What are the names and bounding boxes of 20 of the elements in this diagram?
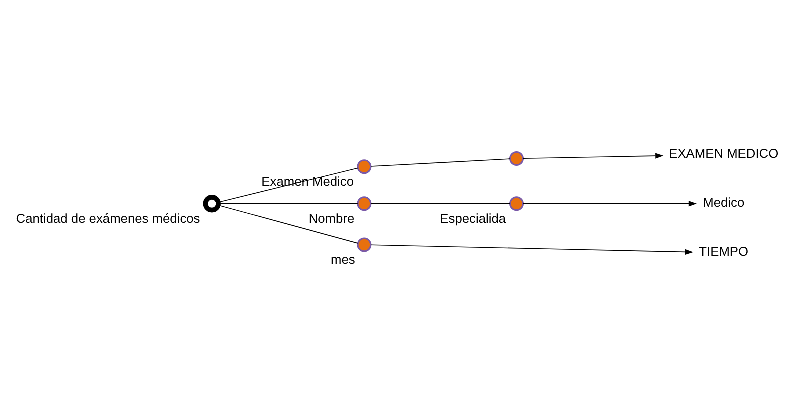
arrow	[370, 244, 694, 255]
node-text: EXAMEN MEDICO	[669, 145, 779, 160]
node-label: Examen Medico	[262, 174, 354, 188]
node-text: TIEMPO	[699, 244, 749, 259]
node-circle	[357, 237, 372, 252]
connector	[370, 158, 511, 166]
node-text: Medico	[703, 194, 745, 210]
connector	[218, 202, 358, 204]
connector	[370, 202, 511, 204]
node-label: Cantidad de exámenes médicos	[16, 210, 200, 226]
node-label: mes	[331, 252, 356, 267]
node-circle	[357, 196, 372, 211]
arrow	[522, 200, 697, 206]
node-label: Especialida	[440, 210, 506, 226]
arrow	[522, 152, 664, 159]
node-circle	[357, 159, 372, 174]
node-label: Nombre	[308, 210, 355, 226]
node-circle	[510, 151, 524, 166]
node-circle	[510, 196, 524, 211]
node-circle	[203, 194, 221, 212]
